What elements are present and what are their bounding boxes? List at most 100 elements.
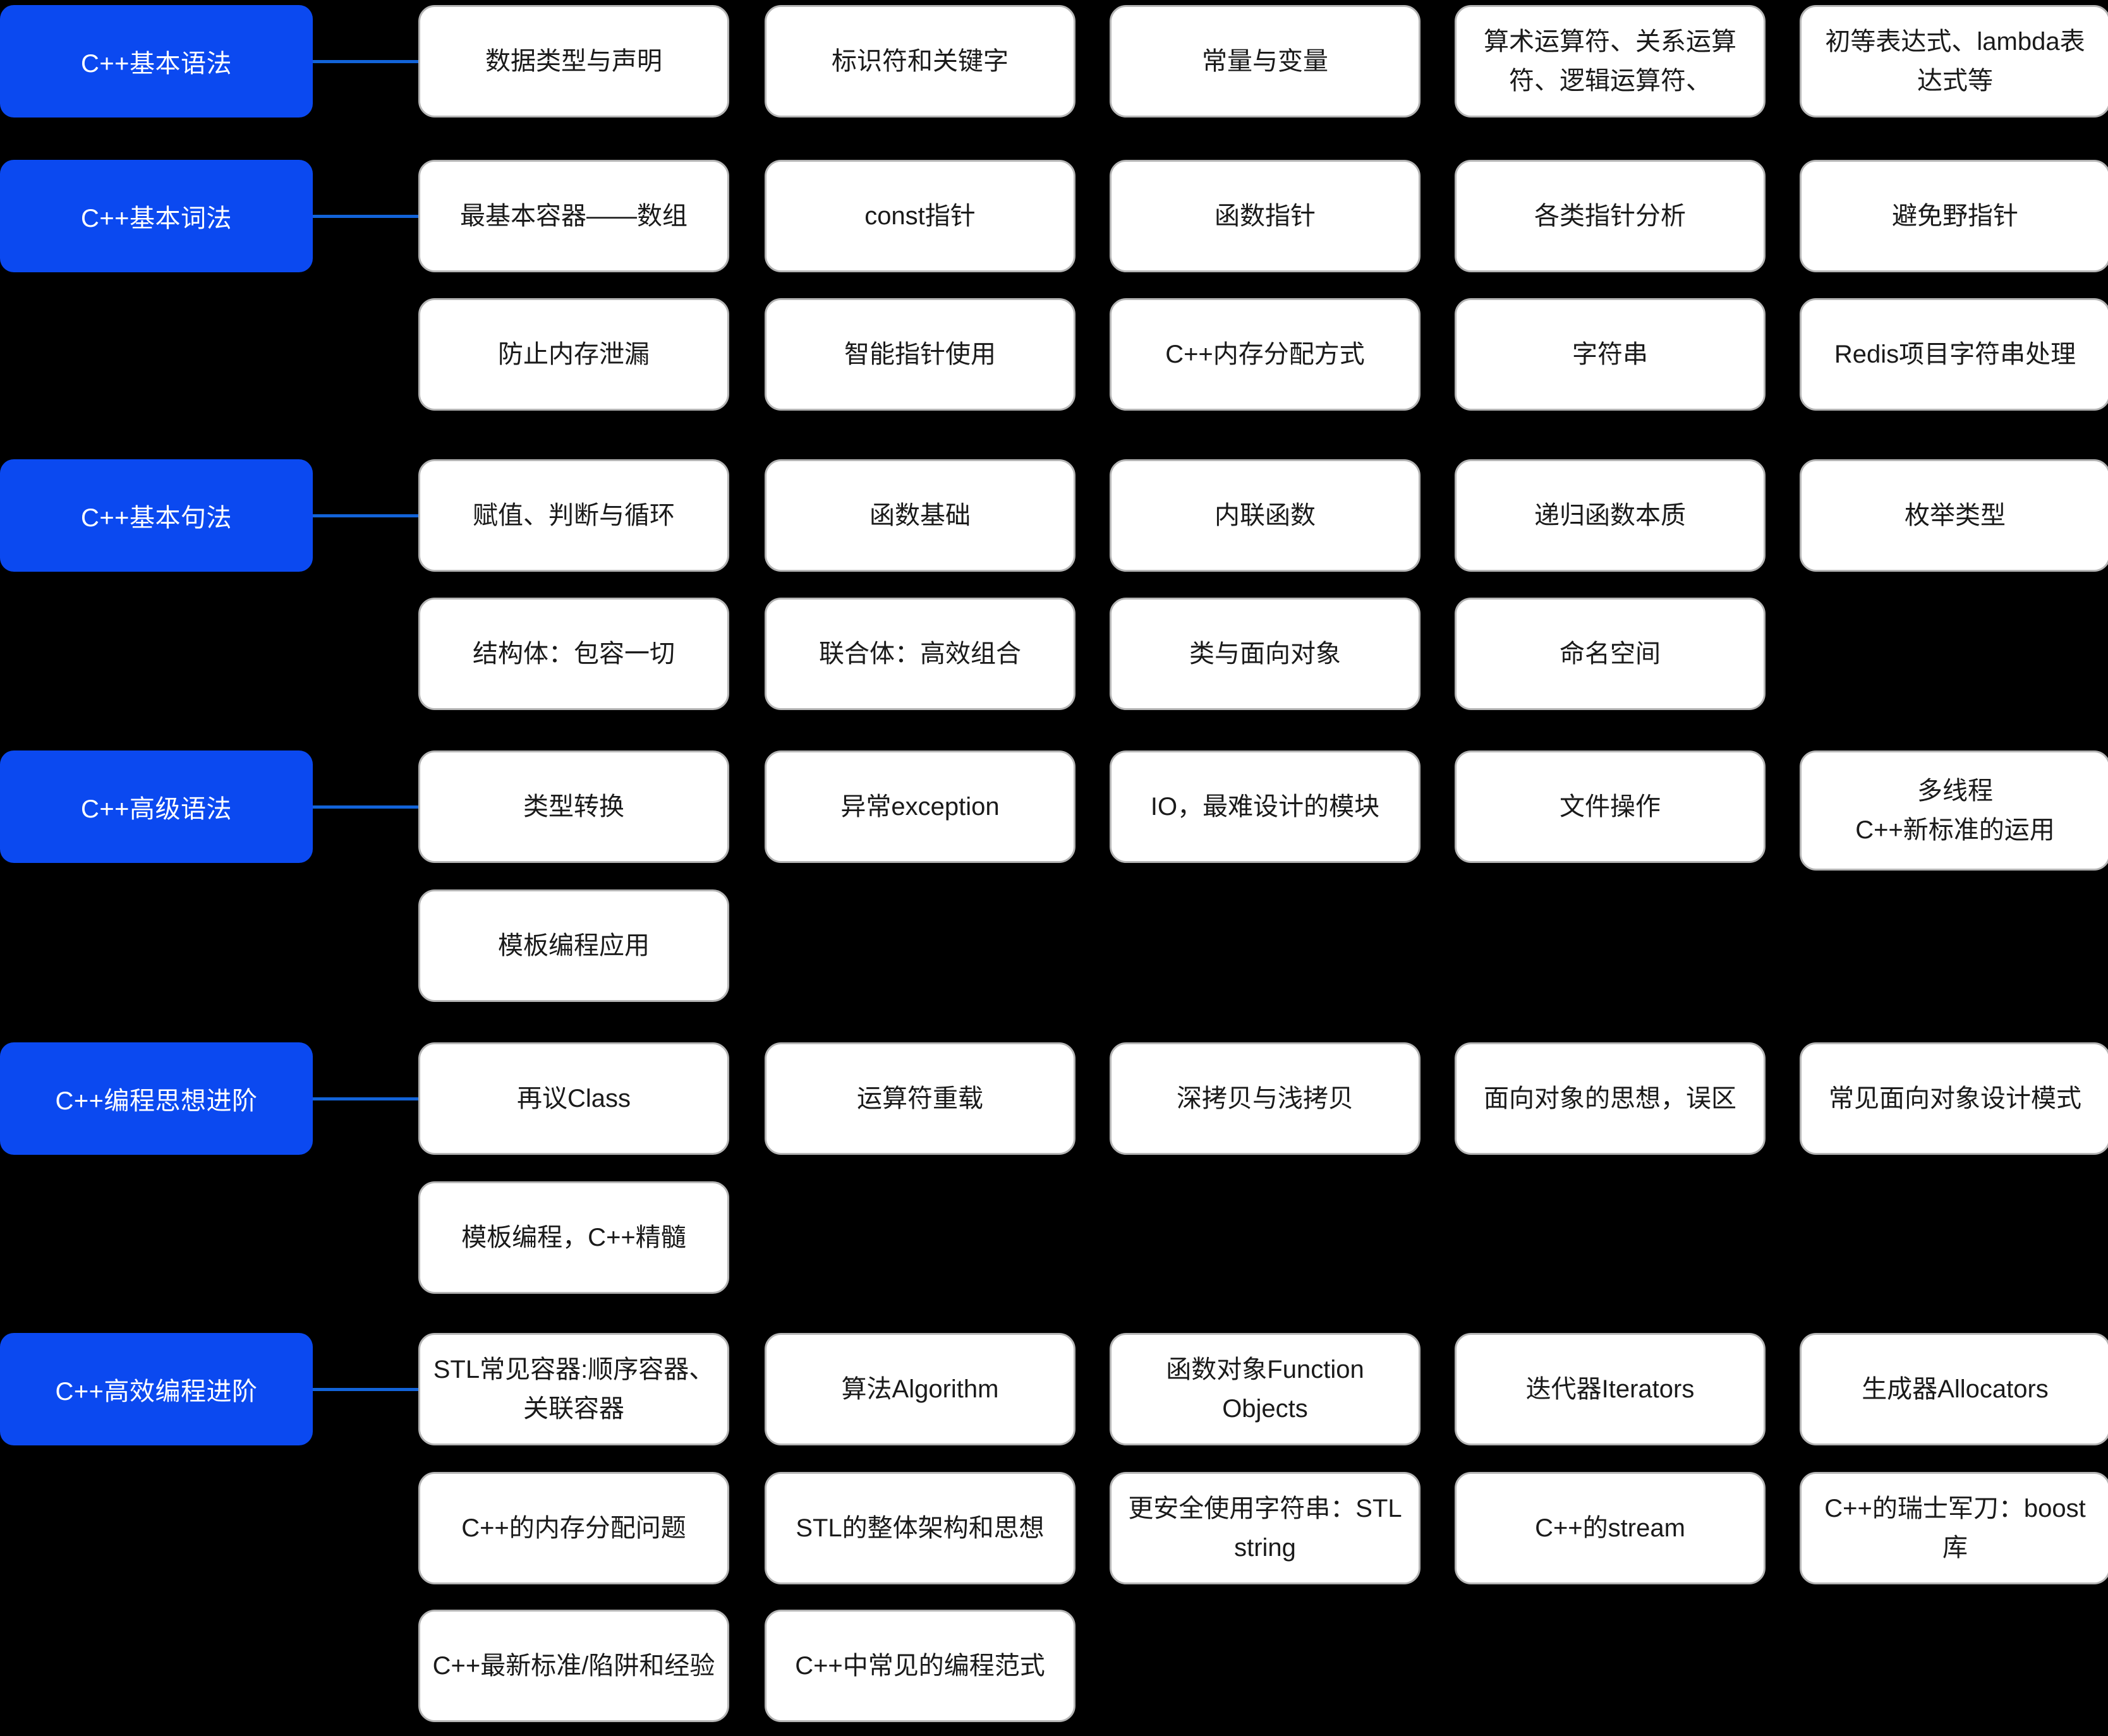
card-text: 异常exception <box>840 793 1000 821</box>
card-r3-c0[interactable]: 赋值、判断与循环 <box>418 459 729 572</box>
card-r2-c3[interactable]: 字符串 <box>1455 298 1766 411</box>
card-text: 结构体：包容一切 <box>473 640 675 668</box>
card-r10-c3[interactable]: C++的stream <box>1455 1472 1766 1584</box>
card-text: 生成器Allocators <box>1862 1375 2049 1403</box>
card-r8-c0[interactable]: 模板编程，C++精髓 <box>418 1181 729 1294</box>
card-r11-c1[interactable]: C++中常见的编程范式 <box>765 1610 1075 1722</box>
card-r9-c2[interactable]: 函数对象Function Objects <box>1110 1333 1420 1445</box>
connector-line-4 <box>313 805 418 809</box>
card-text: 函数基础 <box>869 502 971 529</box>
connector-line-2 <box>313 215 418 218</box>
connector-line-5 <box>313 1097 418 1100</box>
connector-line-3 <box>313 514 418 517</box>
card-r4-c0[interactable]: 结构体：包容一切 <box>418 598 729 710</box>
section-label-text: C++基本句法 <box>80 504 233 532</box>
connector-line-1 <box>313 60 418 63</box>
card-text: 文件操作 <box>1560 793 1661 821</box>
section-label-1[interactable]: C++基本语法 <box>0 5 313 118</box>
section-label-5[interactable]: C++编程思想进阶 <box>0 1042 313 1155</box>
card-text: C++的瑞士军刀：boost库 <box>1824 1495 2086 1562</box>
card-r0-c0[interactable]: 数据类型与声明 <box>418 5 729 118</box>
card-text: C++最新标准/陷阱和经验 <box>432 1652 715 1680</box>
section-label-text: C++基本语法 <box>80 50 233 78</box>
card-text: 内联函数 <box>1215 502 1316 529</box>
card-r7-c3[interactable]: 面向对象的思想，误区 <box>1455 1042 1766 1155</box>
card-text: 类与面向对象 <box>1189 640 1341 668</box>
card-text: 更安全使用字符串：STL string <box>1128 1495 1402 1562</box>
card-r7-c4[interactable]: 常见面向对象设计模式 <box>1800 1042 2108 1155</box>
card-text: 各类指针分析 <box>1534 202 1686 230</box>
card-r0-c1[interactable]: 标识符和关键字 <box>765 5 1075 118</box>
card-text: 递归函数本质 <box>1534 502 1686 529</box>
card-r4-c2[interactable]: 类与面向对象 <box>1110 598 1420 710</box>
card-r5-c3[interactable]: 文件操作 <box>1455 750 1766 863</box>
section-label-3[interactable]: C++基本句法 <box>0 459 313 572</box>
card-text: C++的内存分配问题 <box>461 1514 686 1542</box>
card-r5-c1[interactable]: 异常exception <box>765 750 1075 863</box>
card-text: 常量与变量 <box>1202 47 1328 75</box>
section-label-4[interactable]: C++高级语法 <box>0 750 313 863</box>
card-r3-c3[interactable]: 递归函数本质 <box>1455 459 1766 572</box>
section-label-2[interactable]: C++基本词法 <box>0 160 313 272</box>
card-text: 标识符和关键字 <box>832 47 1009 75</box>
card-text: 函数对象Function Objects <box>1166 1356 1364 1423</box>
card-r2-c1[interactable]: 智能指针使用 <box>765 298 1075 411</box>
card-text: C++中常见的编程范式 <box>795 1652 1045 1680</box>
section-label-text: C++高级语法 <box>80 795 233 823</box>
card-text: C++的stream <box>1535 1514 1685 1542</box>
card-text: 运算符重载 <box>857 1085 983 1112</box>
card-text: 算法Algorithm <box>841 1375 999 1403</box>
card-r2-c4[interactable]: Redis项目字符串处理 <box>1800 298 2108 411</box>
card-r9-c1[interactable]: 算法Algorithm <box>765 1333 1075 1445</box>
card-r1-c0[interactable]: 最基本容器——数组 <box>418 160 729 272</box>
card-r3-c4[interactable]: 枚举类型 <box>1800 459 2108 572</box>
card-text: 避免野指针 <box>1892 202 2018 230</box>
card-text: C++内存分配方式 <box>1165 341 1365 368</box>
card-r10-c1[interactable]: STL的整体架构和思想 <box>765 1472 1075 1584</box>
section-label-6[interactable]: C++高效编程进阶 <box>0 1333 313 1445</box>
card-text: 枚举类型 <box>1905 502 2006 529</box>
card-r10-c2[interactable]: 更安全使用字符串：STL string <box>1110 1472 1420 1584</box>
card-r1-c1[interactable]: const指针 <box>765 160 1075 272</box>
card-r11-c0[interactable]: C++最新标准/陷阱和经验 <box>418 1610 729 1722</box>
card-r1-c2[interactable]: 函数指针 <box>1110 160 1420 272</box>
card-r4-c1[interactable]: 联合体：高效组合 <box>765 598 1075 710</box>
card-r0-c4[interactable]: 初等表达式、lambda表达式等 <box>1800 5 2108 118</box>
card-r7-c1[interactable]: 运算符重载 <box>765 1042 1075 1155</box>
card-r7-c0[interactable]: 再议Class <box>418 1042 729 1155</box>
card-r5-c0[interactable]: 类型转换 <box>418 750 729 863</box>
card-r9-c4[interactable]: 生成器Allocators <box>1800 1333 2108 1445</box>
card-text: 模板编程，C++精髓 <box>461 1224 686 1251</box>
section-label-text: C++编程思想进阶 <box>55 1087 258 1115</box>
card-r5-c2[interactable]: IO，最难设计的模块 <box>1110 750 1420 863</box>
card-r0-c2[interactable]: 常量与变量 <box>1110 5 1420 118</box>
card-r9-c0[interactable]: STL常见容器:顺序容器、关联容器 <box>418 1333 729 1445</box>
card-r6-c0[interactable]: 模板编程应用 <box>418 889 729 1002</box>
card-text: 再议Class <box>516 1085 631 1112</box>
card-r4-c3[interactable]: 命名空间 <box>1455 598 1766 710</box>
card-text: 模板编程应用 <box>498 932 650 960</box>
card-r7-c2[interactable]: 深拷贝与浅拷贝 <box>1110 1042 1420 1155</box>
card-text: 赋值、判断与循环 <box>473 502 675 529</box>
section-label-text: C++高效编程进阶 <box>55 1378 258 1406</box>
card-r3-c2[interactable]: 内联函数 <box>1110 459 1420 572</box>
card-r1-c3[interactable]: 各类指针分析 <box>1455 160 1766 272</box>
card-r3-c1[interactable]: 函数基础 <box>765 459 1075 572</box>
card-text: 初等表达式、lambda表达式等 <box>1825 28 2085 95</box>
card-text: 常见面向对象设计模式 <box>1829 1085 2081 1112</box>
card-r9-c3[interactable]: 迭代器Iterators <box>1455 1333 1766 1445</box>
card-r1-c4[interactable]: 避免野指针 <box>1800 160 2108 272</box>
card-r0-c3[interactable]: 算术运算符、关系运算符、逻辑运算符、 <box>1455 5 1766 118</box>
card-r10-c4[interactable]: C++的瑞士军刀：boost库 <box>1800 1472 2108 1584</box>
card-text: 最基本容器——数组 <box>460 202 688 230</box>
card-r10-c0[interactable]: C++的内存分配问题 <box>418 1472 729 1584</box>
card-text: STL常见容器:顺序容器、关联容器 <box>433 1356 715 1423</box>
card-r2-c2[interactable]: C++内存分配方式 <box>1110 298 1420 411</box>
card-r2-c0[interactable]: 防止内存泄漏 <box>418 298 729 411</box>
card-text: IO，最难设计的模块 <box>1150 793 1380 821</box>
card-text: const指针 <box>864 202 976 230</box>
card-text: 面向对象的思想，误区 <box>1484 1085 1736 1112</box>
card-text: 防止内存泄漏 <box>498 341 650 368</box>
